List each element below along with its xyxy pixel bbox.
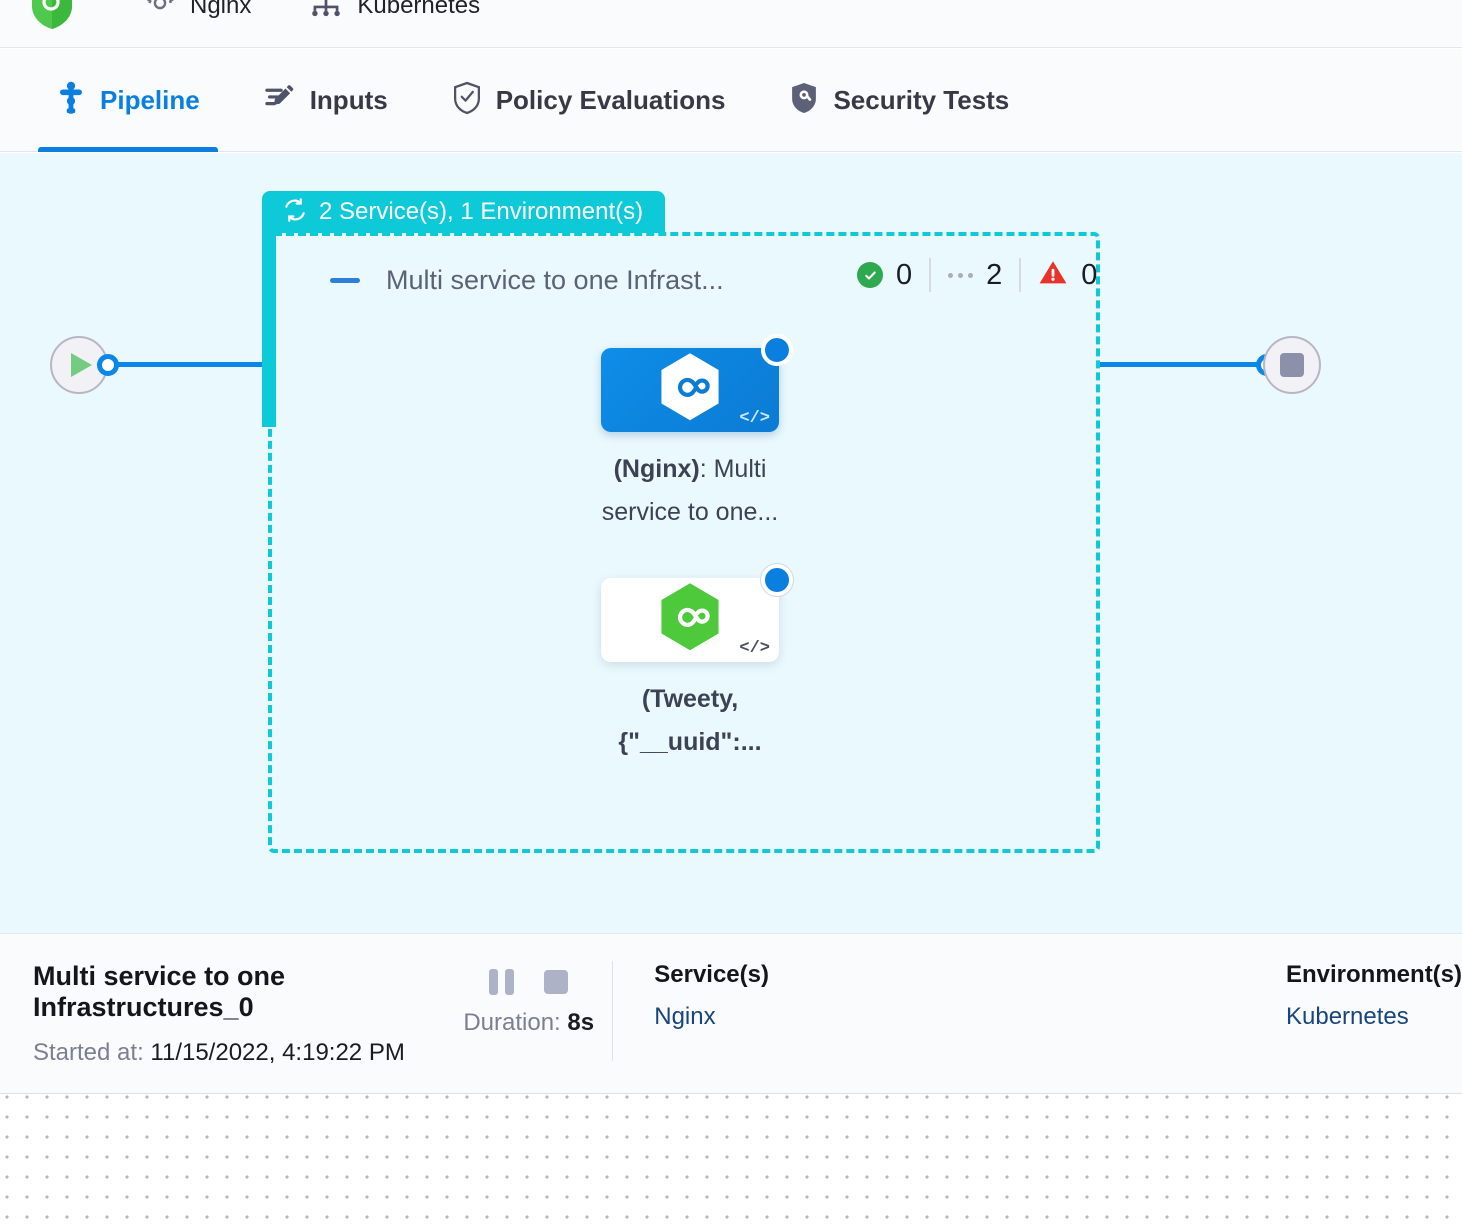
detail-environments-link[interactable]: Kubernetes (1286, 1003, 1409, 1030)
tab-label-inputs: Inputs (309, 84, 388, 115)
detail-started-at-label: Started at: (33, 1039, 144, 1066)
pipeline-node-tweety[interactable]: </> (Tweety, {"__uuid":... (545, 564, 835, 764)
group-title-row: Multi service to one Infrast... 0 2 (330, 258, 1097, 296)
loop-repeat-icon (282, 197, 308, 228)
tab-label-policy-evaluations: Policy Evaluations (495, 84, 726, 115)
status-divider (1019, 258, 1022, 292)
detail-main: Multi service to one Infrastructures_0 S… (0, 961, 446, 1067)
node-label-nginx-rest: : Multi service to one... (601, 455, 779, 526)
topbar-label-nginx: Nginx (190, 0, 252, 19)
node-label-nginx-bold: (Nginx) (613, 455, 700, 483)
tab-security-tests[interactable]: Security Tests (771, 49, 1027, 152)
group-header-label: 2 Service(s), 1 Environment(s) (319, 198, 644, 225)
shield-logo-icon (30, 0, 74, 35)
detail-duration-label: Duration: (463, 1009, 561, 1036)
topbar-label-kubernetes: Kubernetes (357, 0, 481, 19)
detail-duration: Duration: 8s (446, 1009, 612, 1037)
detail-divider (611, 961, 614, 1061)
group-header-tab[interactable]: 2 Service(s), 1 Environment(s) (262, 191, 666, 233)
warning-triangle-icon (1038, 259, 1068, 291)
tab-policy-evaluations[interactable]: Policy Evaluations (434, 49, 744, 152)
stop-icon (1280, 353, 1304, 377)
detail-duration-value: 8s (567, 1009, 595, 1036)
gear-icon (142, 0, 178, 26)
tab-inputs[interactable]: Inputs (246, 49, 406, 152)
pipeline-node-nginx[interactable]: </> (Nginx): Multi service to one... (545, 334, 835, 534)
detail-started-at-value: 11/15/2022, 4:19:22 PM (150, 1039, 405, 1066)
node-card-nginx[interactable]: </> (601, 334, 793, 432)
shield-lock-icon (789, 81, 819, 120)
check-circle-icon (857, 262, 883, 288)
detail-started-at: Started at: 11/15/2022, 4:19:22 PM (33, 1039, 446, 1067)
stop-button-icon[interactable] (544, 970, 569, 994)
detail-services-head: Service(s) (654, 961, 769, 988)
play-icon (71, 353, 92, 377)
group-status-counts: 0 2 0 (840, 258, 1114, 292)
status-divider (929, 258, 932, 292)
node-label-tweety: (Tweety, {"__uuid":... (618, 685, 762, 756)
detail-column-services: Service(s) Nginx (613, 961, 769, 1031)
status-success-count: 0 (896, 258, 913, 291)
tab-label-pipeline: Pipeline (100, 84, 200, 115)
dot-grid-canvas[interactable] (0, 1095, 1462, 1228)
pipeline-canvas[interactable]: 2 Service(s), 1 Environment(s) Multi ser… (0, 153, 1462, 933)
pencil-edit-icon (264, 82, 296, 119)
tab-bar: Pipeline Inputs Policy Evaluations (0, 49, 1462, 152)
group-title-label: Multi service to one Infrast... (386, 265, 724, 295)
topbar-item-kubernetes[interactable]: Kubernetes (307, 0, 480, 27)
edge-group-to-end (1100, 362, 1265, 367)
tab-label-security-tests: Security Tests (833, 84, 1010, 115)
node-label-nginx: (Nginx): Multi service to one... (575, 448, 805, 534)
code-glyph-icon: </> (739, 409, 770, 428)
status-running: 2 (931, 259, 1019, 292)
tab-pipeline[interactable]: Pipeline (38, 49, 218, 152)
code-glyph-icon: </> (739, 639, 770, 658)
group-accent-bar (262, 225, 276, 427)
status-error-count: 0 (1081, 258, 1098, 291)
pipeline-end-node[interactable] (1263, 336, 1321, 394)
detail-controls: Duration: 8s (446, 961, 612, 1037)
top-breadcrumb-bar: Nginx Kubernetes (0, 0, 1462, 48)
collapse-toggle-icon[interactable] (330, 278, 360, 283)
service-hexagon-infinity-icon (657, 352, 723, 429)
pipeline-icon (56, 81, 86, 120)
solid-running-badge (761, 564, 793, 596)
status-error: 0 (1021, 259, 1114, 292)
execution-detail-panel: Multi service to one Infrastructures_0 S… (0, 933, 1462, 1094)
detail-title: Multi service to one Infrastructures_0 (33, 961, 286, 1022)
topbar-item-logo[interactable] (30, 0, 86, 35)
status-success: 0 (840, 259, 929, 292)
detail-services-link[interactable]: Nginx (654, 1003, 716, 1030)
shield-check-icon (452, 81, 482, 120)
detail-column-environments: Environment(s) Kubernetes (769, 961, 1462, 1031)
topbar-item-nginx[interactable]: Nginx (142, 0, 251, 26)
pause-button-icon[interactable] (489, 969, 515, 995)
spinner-running-badge (761, 334, 793, 366)
group-dashed-boundary (268, 232, 1100, 853)
service-hexagon-infinity-icon (657, 582, 723, 659)
detail-environments-head: Environment(s) (1286, 961, 1462, 988)
status-running-count: 2 (986, 258, 1003, 291)
edge-start-to-group (115, 362, 270, 367)
node-card-tweety[interactable]: </> (601, 564, 793, 662)
running-dots-icon (948, 272, 974, 278)
kubernetes-icon (307, 0, 345, 27)
